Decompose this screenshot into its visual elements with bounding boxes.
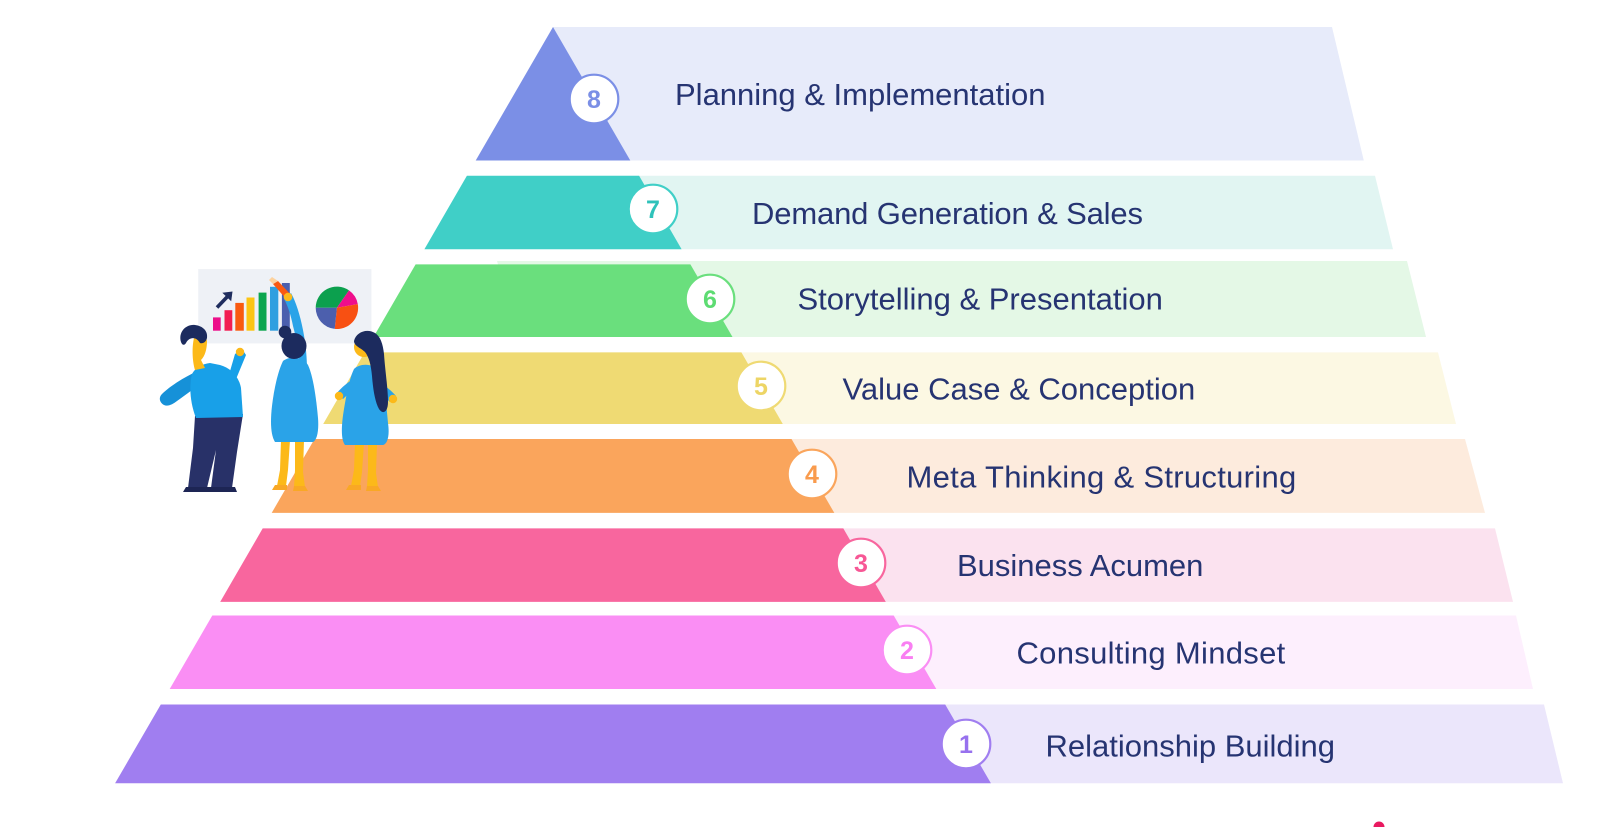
svg-text:6: 6: [703, 286, 717, 314]
svg-text:Storytelling & Presentation: Storytelling & Presentation: [798, 282, 1163, 317]
svg-text:4: 4: [805, 461, 819, 489]
svg-text:Relationship Building: Relationship Building: [1046, 729, 1336, 764]
svg-text:Demand Generation & Sales: Demand Generation & Sales: [752, 196, 1143, 231]
svg-text:Planning & Implementation: Planning & Implementation: [675, 77, 1046, 112]
svg-text:8: 8: [587, 86, 601, 114]
svg-text:Meta Thinking & Structuring: Meta Thinking & Structuring: [907, 460, 1297, 495]
svg-text:3: 3: [854, 550, 868, 578]
svg-text:1: 1: [959, 731, 973, 759]
svg-text:7: 7: [646, 196, 660, 224]
svg-text:2: 2: [900, 637, 914, 665]
svg-text:Consulting Mindset: Consulting Mindset: [1017, 635, 1286, 670]
svg-text:5: 5: [754, 373, 768, 401]
svg-text:Value Case & Conception: Value Case & Conception: [843, 371, 1196, 406]
svg-text:Business Acumen: Business Acumen: [957, 548, 1203, 583]
